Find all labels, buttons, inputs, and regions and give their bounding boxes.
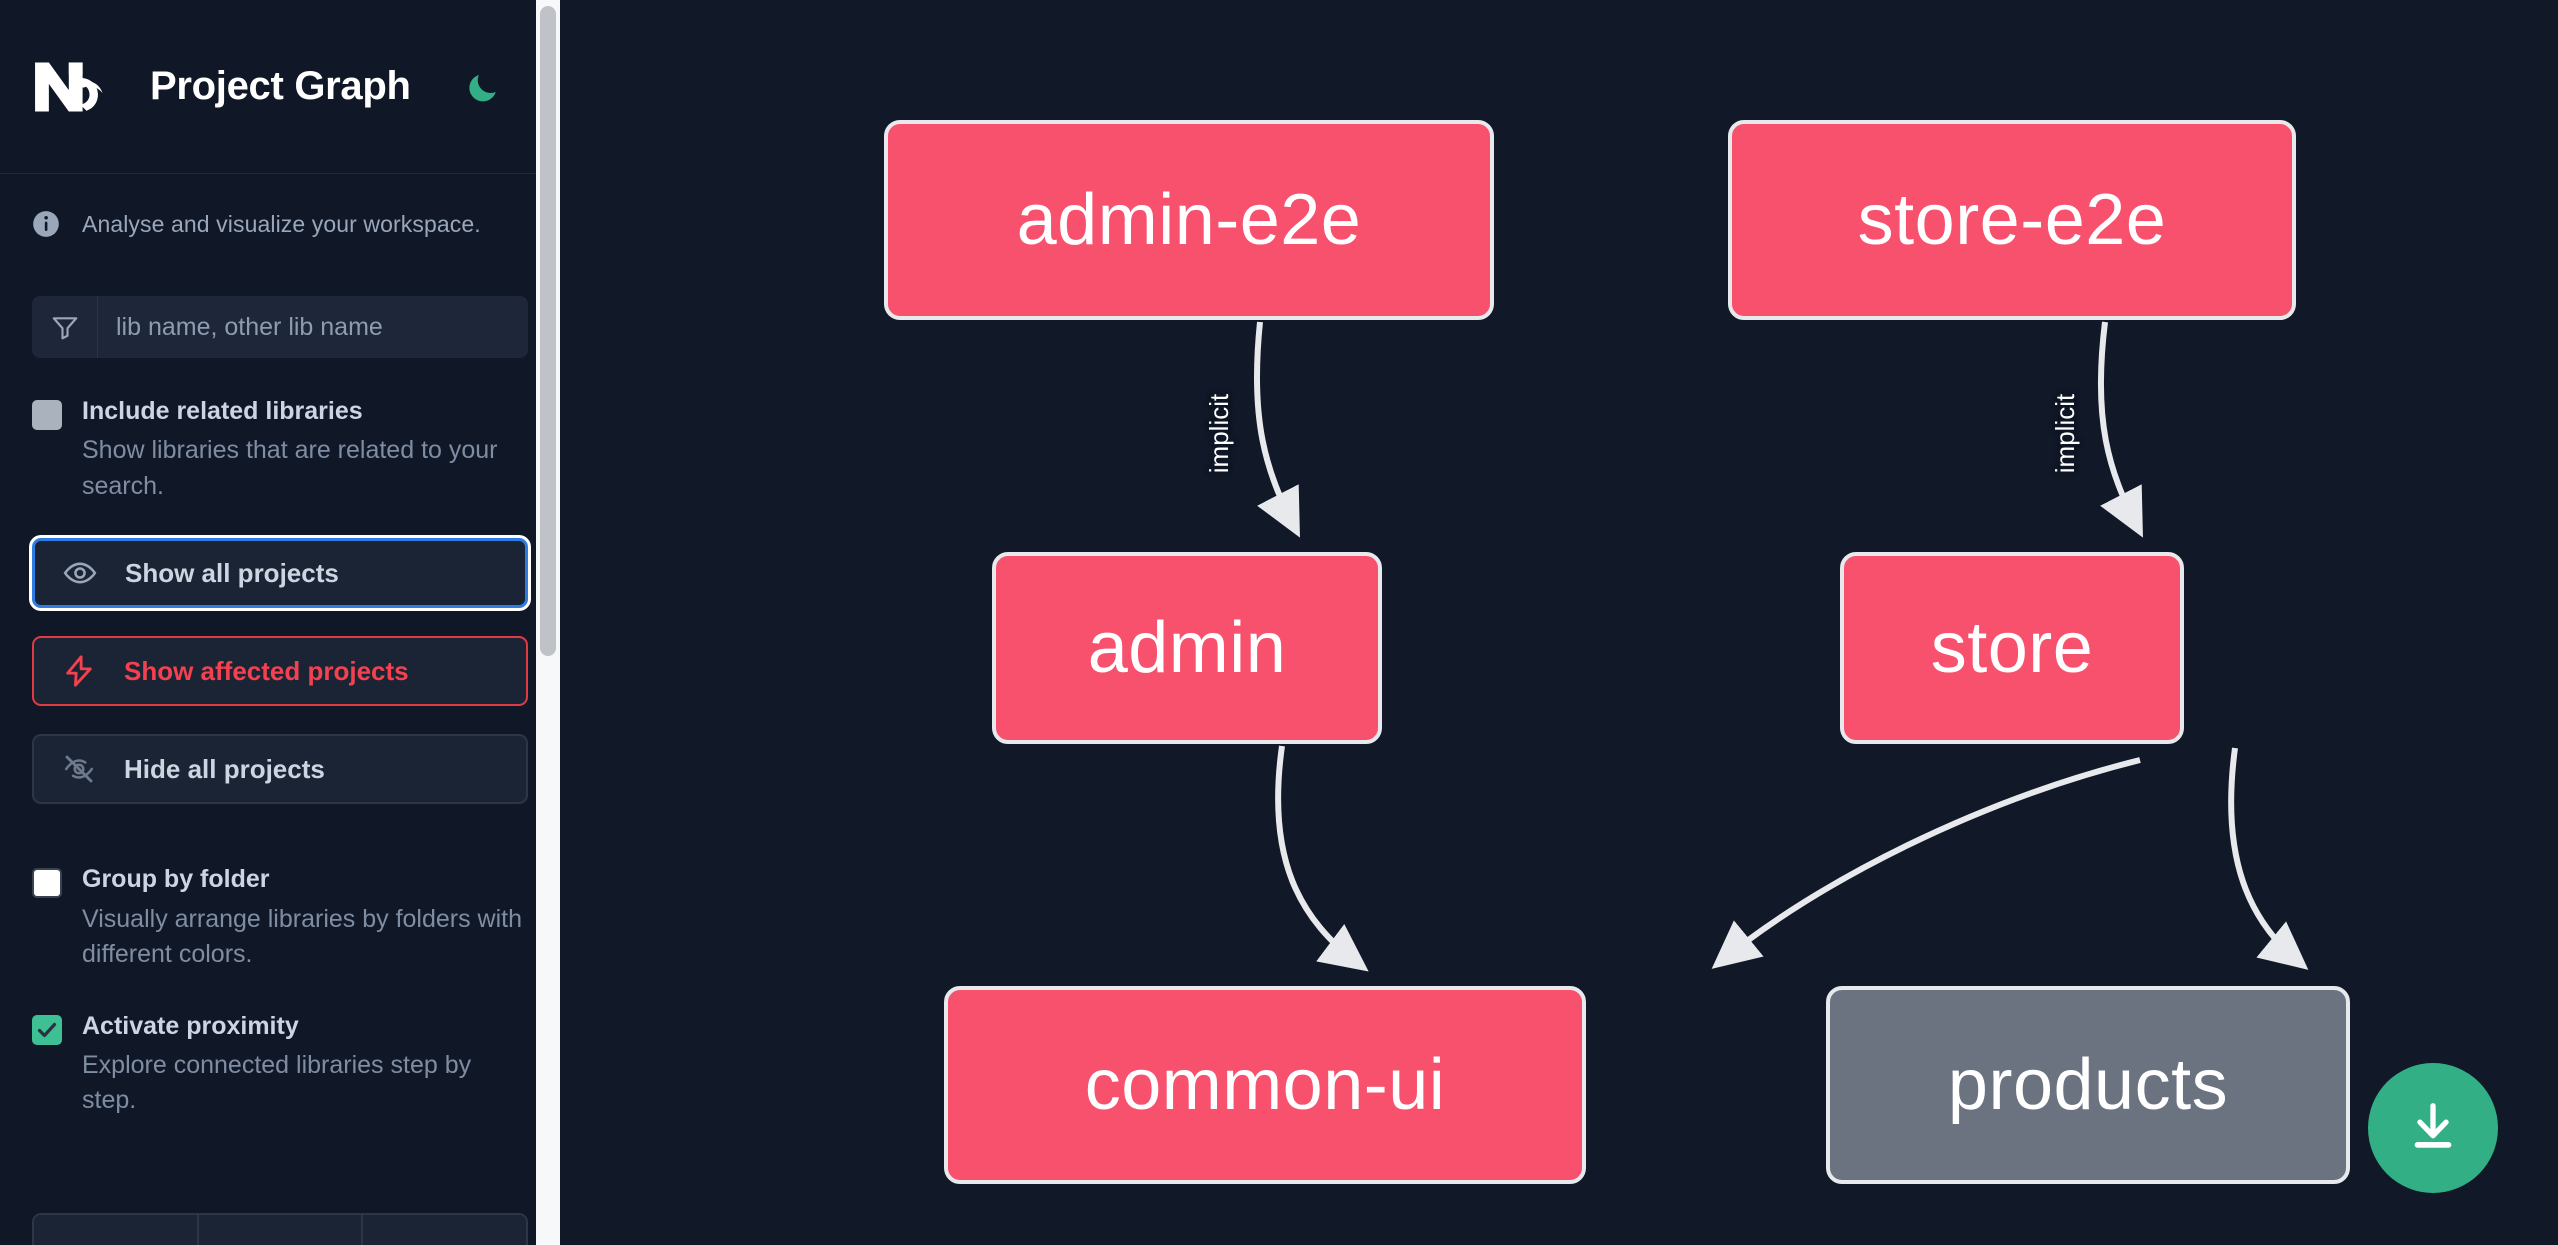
sidebar-body: Analyse and visualize your workspace. In… <box>0 174 560 1119</box>
node-label: admin-e2e <box>1016 180 1362 260</box>
graph-node-store[interactable]: store <box>1840 552 2184 744</box>
checkbox-activate-proximity[interactable] <box>32 1014 62 1045</box>
checkbox-group-by-folder[interactable] <box>32 868 62 899</box>
show-affected-projects-label: Show affected projects <box>124 655 409 686</box>
node-label: admin <box>1087 608 1287 688</box>
hide-all-projects-label: Hide all projects <box>124 753 325 784</box>
search-input[interactable] <box>98 296 528 358</box>
search-box[interactable] <box>32 296 528 358</box>
node-label: common-ui <box>1084 1045 1446 1125</box>
hide-all-projects-button[interactable]: Hide all projects <box>32 734 528 805</box>
proximity-stepper-group[interactable] <box>32 1213 528 1245</box>
show-all-projects-label: Show all projects <box>125 557 339 588</box>
edge-label-implicit-admin: implicit <box>1204 393 1235 474</box>
option-description: Explore connected libraries step by step… <box>82 1050 472 1115</box>
option-include-related-libraries[interactable]: Include related libraries Show libraries… <box>32 396 528 504</box>
sidebar-scrollbar-thumb[interactable] <box>540 6 556 656</box>
info-icon <box>32 210 60 238</box>
lightning-icon <box>60 652 98 690</box>
graph-canvas[interactable]: admin-e2e store-e2e admin store common-u… <box>560 0 2558 1245</box>
proximity-value <box>199 1215 364 1245</box>
option-activate-proximity[interactable]: Activate proximity Explore connected lib… <box>32 1011 528 1119</box>
option-description: Visually arrange libraries by folders wi… <box>82 904 523 969</box>
tagline-row: Analyse and visualize your workspace. <box>32 174 528 248</box>
node-label: products <box>1947 1045 2229 1125</box>
proximity-increase-button[interactable] <box>363 1215 526 1245</box>
sidebar-header: Project Graph <box>0 0 560 174</box>
proximity-decrease-button[interactable] <box>34 1215 199 1245</box>
download-graph-button[interactable] <box>2368 1063 2498 1193</box>
sidebar: Project Graph Analyse and visualize your… <box>0 0 560 1245</box>
eye-slash-icon <box>60 750 98 788</box>
option-title: Group by folder <box>82 865 270 894</box>
graph-node-products[interactable]: products <box>1826 986 2350 1184</box>
node-label: store-e2e <box>1857 180 2167 260</box>
show-all-projects-button[interactable]: Show all projects <box>32 538 528 609</box>
show-affected-projects-button[interactable]: Show affected projects <box>32 636 528 707</box>
divider <box>32 804 528 826</box>
option-group-by-folder[interactable]: Group by folder Visually arrange librari… <box>32 864 528 972</box>
eye-icon <box>61 554 99 592</box>
option-description: Show libraries that are related to your … <box>82 436 498 500</box>
node-label: store <box>1930 608 2094 688</box>
graph-node-common-ui[interactable]: common-ui <box>944 986 1586 1184</box>
filter-icon <box>32 296 98 358</box>
tagline-text: Analyse and visualize your workspace. <box>82 210 481 237</box>
edge-label-implicit-store: implicit <box>2050 393 2081 474</box>
graph-node-admin-e2e[interactable]: admin-e2e <box>884 120 1494 320</box>
sidebar-scrollbar[interactable] <box>536 0 560 1245</box>
download-icon <box>2404 1098 2462 1159</box>
page-title: Project Graph <box>150 64 411 108</box>
moon-icon[interactable] <box>463 67 503 107</box>
option-title: Include related libraries <box>82 397 363 425</box>
graph-node-store-e2e[interactable]: store-e2e <box>1728 120 2296 320</box>
nx-logo <box>32 56 124 118</box>
graph-node-admin[interactable]: admin <box>992 552 1382 744</box>
checkbox-include-related-libraries[interactable] <box>32 400 62 430</box>
option-title: Activate proximity <box>82 1011 299 1040</box>
